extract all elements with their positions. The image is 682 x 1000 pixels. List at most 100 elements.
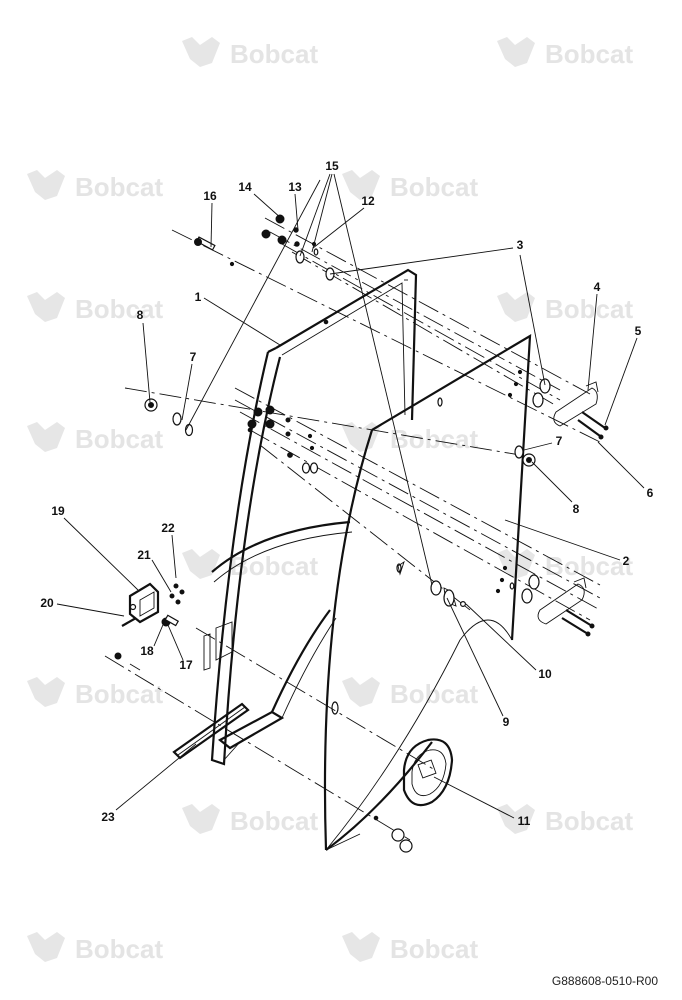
washer-dot xyxy=(513,381,519,387)
leader-line xyxy=(531,461,573,503)
callout-label-c8b: 8 xyxy=(573,502,580,516)
callout-label-c21: 21 xyxy=(137,548,151,562)
drawing-code: G888608-0510-R00 xyxy=(551,974,658,988)
watermark-text: Bobcat xyxy=(75,294,163,324)
nut-8-core xyxy=(148,402,154,408)
mid-left-hardware xyxy=(144,398,319,474)
leader-line xyxy=(151,559,172,593)
spacer-pin xyxy=(460,600,467,607)
watermark: Bobcat xyxy=(27,292,163,324)
hinge-lower xyxy=(537,583,585,625)
watermark-logo-icon xyxy=(27,170,65,200)
watermark-logo-icon xyxy=(497,804,535,834)
watermark-text: Bobcat xyxy=(75,934,163,964)
watermark-text: Bobcat xyxy=(390,424,478,454)
leader-line xyxy=(294,193,299,231)
callout-label-c15: 15 xyxy=(325,159,339,173)
washer-9 xyxy=(430,580,442,596)
watermark-logo-icon xyxy=(27,677,65,707)
watermark-logo-icon xyxy=(342,932,380,962)
leader-line xyxy=(299,173,331,257)
washer-22 xyxy=(173,583,179,589)
washer-dot xyxy=(517,369,523,375)
watermark: Bobcat xyxy=(27,932,163,964)
bolt-tip xyxy=(589,623,595,629)
bolt-tip xyxy=(585,631,591,637)
callout-label-c17: 17 xyxy=(179,658,193,672)
hardware-dot xyxy=(373,815,379,821)
nut-stack xyxy=(247,419,257,429)
washer-7 xyxy=(172,412,182,426)
leader-line xyxy=(153,619,166,647)
watermark-logo-icon xyxy=(342,170,380,200)
washer-dot xyxy=(285,431,291,437)
watermark-text: Bobcat xyxy=(390,934,478,964)
leader-line xyxy=(523,442,553,451)
washer-dot xyxy=(287,452,293,458)
watermark: Bobcat xyxy=(182,549,318,581)
leader-line xyxy=(185,179,321,431)
watermark-text: Bobcat xyxy=(545,551,633,581)
leader-line xyxy=(142,322,151,403)
watermark: Bobcat xyxy=(497,804,633,836)
watermark: Bobcat xyxy=(27,170,163,202)
callout-label-c13: 13 xyxy=(288,180,302,194)
hardware-dot xyxy=(229,261,235,267)
leader-line xyxy=(210,202,213,248)
callout-label-c19: 19 xyxy=(51,504,65,518)
leader-line xyxy=(587,293,598,391)
washer-15c xyxy=(184,423,194,437)
leader-line xyxy=(171,534,177,579)
upper-hardware xyxy=(194,214,335,281)
bolt-6 xyxy=(577,419,601,437)
watermark-text: Bobcat xyxy=(545,294,633,324)
watermark-logo-icon xyxy=(342,422,380,452)
washer-lower xyxy=(521,588,533,604)
washer-15 xyxy=(295,250,305,264)
watermark: Bobcat xyxy=(342,677,478,709)
watermark-logo-icon xyxy=(182,549,220,579)
hinge-4 xyxy=(553,387,598,427)
callout-label-c1: 1 xyxy=(195,290,202,304)
washer-dot xyxy=(285,417,291,423)
watermark-logo-icon xyxy=(27,932,65,962)
bolt-head xyxy=(114,652,122,660)
leader-line xyxy=(312,207,365,249)
nut-14 xyxy=(275,214,285,224)
bolt-tip xyxy=(598,434,604,440)
bracket-19 xyxy=(128,582,160,624)
watermark-text: Bobcat xyxy=(230,806,318,836)
callout-label-c11: 11 xyxy=(518,814,531,828)
callout-label-c8a: 8 xyxy=(137,308,144,322)
watermark-logo-icon xyxy=(342,677,380,707)
nut-8b-core xyxy=(526,457,532,463)
callout-label-c4: 4 xyxy=(594,280,601,294)
watermark: Bobcat xyxy=(342,170,478,202)
watermark-logo-icon xyxy=(182,804,220,834)
bracket-hole xyxy=(129,603,137,611)
bolt-lower xyxy=(561,617,589,635)
washer-3b xyxy=(539,378,551,394)
washer-dot xyxy=(507,392,513,398)
callout-label-c23: 23 xyxy=(101,810,115,824)
callout-label-c9: 9 xyxy=(503,715,510,729)
frame-hole xyxy=(323,319,329,325)
leader-line xyxy=(504,519,621,561)
watermark-text: Bobcat xyxy=(75,679,163,709)
spacer-assembly xyxy=(397,560,467,607)
door-frame xyxy=(203,268,418,766)
washer-21b xyxy=(175,599,181,605)
nut-stack xyxy=(265,405,275,415)
callout-label-c18: 18 xyxy=(140,644,154,658)
leader-line xyxy=(446,597,504,717)
hinge-centerlines xyxy=(104,217,601,841)
leader-line xyxy=(329,247,514,275)
glass-hole xyxy=(437,397,443,407)
leader-line xyxy=(56,603,125,617)
callout-label-c7b: 7 xyxy=(556,434,563,448)
watermark-text: Bobcat xyxy=(390,679,478,709)
washer-dot xyxy=(502,565,508,571)
watermark-text: Bobcat xyxy=(545,39,633,69)
nut-stack xyxy=(253,407,263,417)
